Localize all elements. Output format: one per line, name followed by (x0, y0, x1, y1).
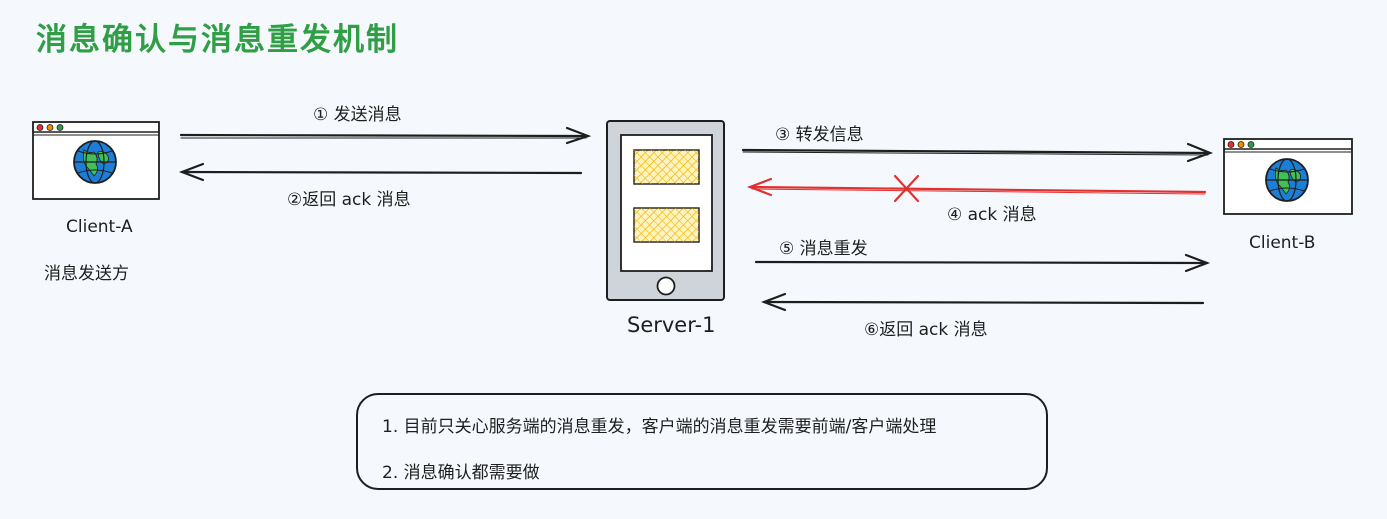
client-b-window (1223, 138, 1353, 215)
server-label: Server-1 (627, 313, 716, 337)
globe-icon (1265, 158, 1309, 202)
arrow-return-ack-a (178, 162, 583, 182)
failed-cross-icon (893, 174, 920, 203)
arrow-forward-label: ③ 转发信息 (775, 125, 864, 145)
arrow-ack-b-failed (746, 174, 1207, 203)
server-device (606, 120, 725, 301)
arrow-resend (754, 253, 1211, 273)
page-title: 消息确认与消息重发机制 (36, 22, 399, 58)
note-item: 1. 目前只关心服务端的消息重发，客户端的消息重发需要前端/客户端处理 (382, 417, 937, 437)
client-a-label: Client-A (66, 217, 133, 237)
arrow-forward (741, 142, 1214, 163)
client-a-window (32, 121, 160, 200)
arrow-send-label: ① 发送消息 (313, 105, 402, 125)
home-button-icon (656, 276, 676, 296)
arrow-resend-label: ⑤ 消息重发 (779, 239, 868, 259)
arrow-return-ack-a-label: ②返回 ack 消息 (287, 190, 411, 210)
globe-icon (73, 140, 117, 184)
arrow-return-ack-b (760, 292, 1205, 312)
arrow-return-ack-b-label: ⑥返回 ack 消息 (864, 320, 988, 340)
client-b-label: Client-B (1249, 233, 1316, 253)
client-a-role-label: 消息发送方 (44, 264, 129, 284)
notes-box: 1. 目前只关心服务端的消息重发，客户端的消息重发需要前端/客户端处理 2. 消… (356, 393, 1048, 490)
arrow-send (179, 126, 592, 145)
note-item: 2. 消息确认都需要做 (382, 463, 540, 483)
arrow-ack-b-label: ④ ack 消息 (947, 205, 1037, 225)
